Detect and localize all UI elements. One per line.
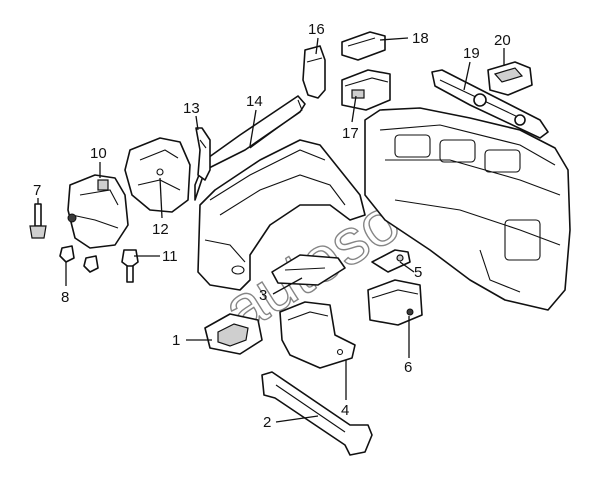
callout-6: 6: [404, 359, 412, 376]
part-14-wheelhouse: [194, 95, 366, 291]
part-10-reservoir: [67, 174, 129, 249]
part-11-sensor: [121, 249, 139, 283]
callout-14: 14: [246, 93, 263, 110]
part-5-connector: [371, 249, 411, 273]
part-3-shelf: [271, 254, 346, 286]
part-7-bolt: [29, 203, 47, 239]
callout-2: 2: [263, 414, 271, 431]
callout-7: 7: [33, 182, 41, 199]
part-8-fitting: [59, 245, 99, 273]
part-12-bracket-block: [124, 137, 191, 213]
leader-lines: [37, 37, 505, 423]
part-1-pad: [204, 313, 263, 355]
callout-11: 11: [162, 248, 178, 265]
part-19-wiper-linkage: [431, 69, 549, 139]
callout-18: 18: [412, 30, 429, 47]
callout-8: 8: [61, 289, 69, 306]
callout-12: 12: [152, 221, 169, 238]
part-18-cover: [341, 31, 386, 61]
part-4-mount: [279, 301, 356, 369]
callout-17: 17: [342, 125, 359, 142]
part-20-wiper-motor: [487, 61, 533, 96]
part-13-bracket: [195, 127, 211, 181]
callouts: 1 2 3 4 5 6 7 8 10 11 12 13 14 16 17 18 …: [33, 21, 511, 431]
part-6-housing: [367, 279, 423, 326]
callout-3: 3: [259, 287, 267, 304]
callout-19: 19: [463, 45, 480, 62]
part-17-control-box: [341, 69, 391, 111]
part-16-bracket: [302, 45, 326, 99]
callout-16: 16: [308, 21, 325, 38]
callout-4: 4: [341, 402, 349, 419]
callout-20: 20: [494, 32, 511, 49]
callout-1: 1: [172, 332, 180, 349]
callout-13: 13: [183, 100, 200, 117]
firewall-panel: [364, 107, 571, 311]
part-2-long-bracket: [261, 371, 373, 456]
callout-5: 5: [414, 264, 422, 281]
callout-10: 10: [90, 145, 107, 162]
